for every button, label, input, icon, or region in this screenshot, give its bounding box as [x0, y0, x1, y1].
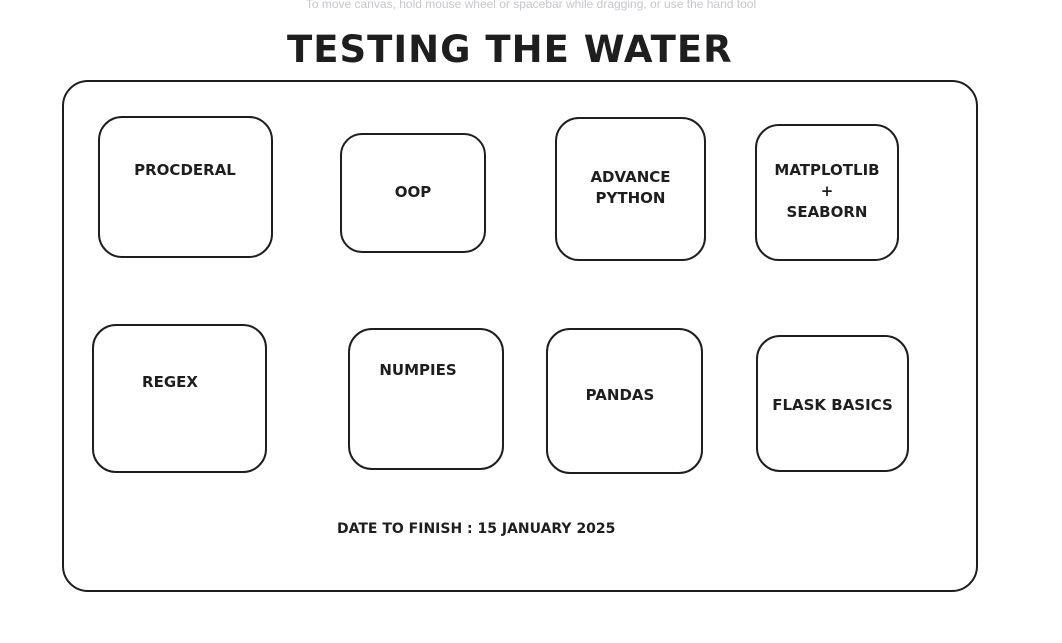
- deadline-label[interactable]: DATE TO FINISH : 15 JANUARY 2025: [337, 521, 616, 537]
- card-advance-python-label: ADVANCE PYTHON: [590, 168, 671, 207]
- card-pandas[interactable]: [546, 328, 703, 474]
- card-regex[interactable]: [92, 324, 267, 473]
- card-matplotlib-seaborn[interactable]: [755, 124, 899, 261]
- card-matplotlib-seaborn-label: MATPLOTLIB + SEABORN: [774, 161, 880, 221]
- card-advance-python[interactable]: [555, 117, 706, 261]
- board-title[interactable]: TESTING THE WATER: [287, 28, 733, 71]
- card-oop[interactable]: [340, 133, 486, 253]
- card-numpies[interactable]: [348, 328, 504, 470]
- card-flask-basics[interactable]: [756, 335, 909, 472]
- card-regex-label: REGEX: [142, 373, 198, 391]
- board-frame[interactable]: [62, 80, 978, 592]
- card-flask-basics-label: FLASK BASICS: [772, 396, 893, 414]
- canvas-hint-text: To move canvas, hold mouse wheel or spac…: [305, 0, 757, 11]
- card-numpies-label: NUMPIES: [379, 361, 457, 379]
- card-procedural[interactable]: [98, 116, 273, 258]
- card-pandas-label: PANDAS: [585, 386, 655, 404]
- card-procedural-label: PROCDERAL: [134, 161, 236, 179]
- card-oop-label: OOP: [394, 183, 432, 201]
